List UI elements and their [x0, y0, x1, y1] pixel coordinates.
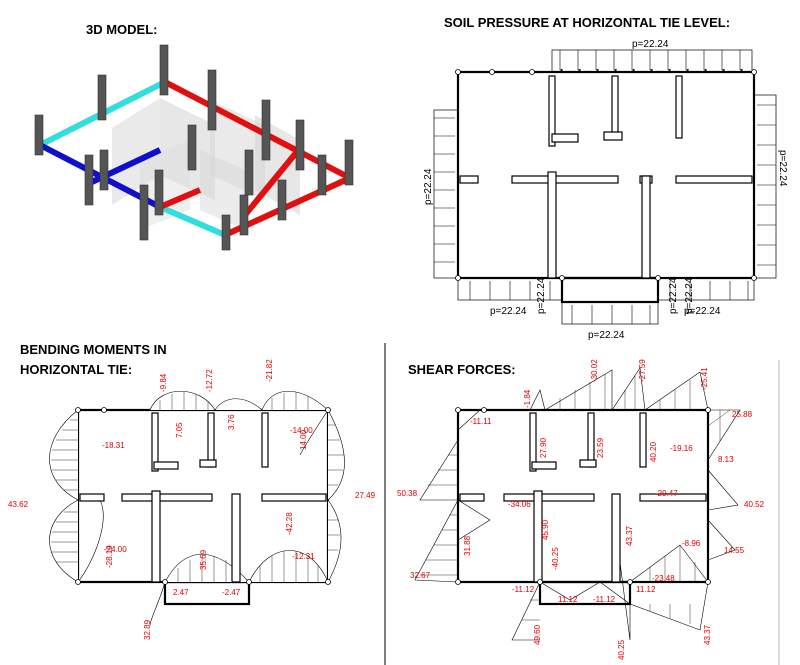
arrows-bottom	[469, 281, 749, 324]
wall-panel	[140, 140, 190, 230]
shear-label: -40.25	[551, 547, 560, 570]
moment-diagrams	[49, 390, 345, 626]
moment-label: -14.00	[290, 426, 313, 435]
shear-label: 43.37	[703, 624, 712, 645]
moment-label: -28.19	[105, 545, 114, 568]
moment-label: 2.47	[173, 588, 189, 597]
pressure-label-left: p=22.24	[423, 168, 434, 205]
shear-label: -1.84	[523, 389, 532, 408]
internal-walls	[459, 75, 753, 279]
shear-hatch	[420, 374, 731, 624]
moment-label: 43.62	[8, 500, 29, 509]
shear-label: -19.16	[670, 444, 693, 453]
panel-3d-model: 3D MODEL:	[34, 22, 354, 251]
shear-label: -29.47	[655, 489, 678, 498]
shear-nodes	[455, 407, 711, 585]
moment-hatch	[51, 392, 344, 582]
pressure-label-bottom-right: p=22.24	[684, 306, 721, 317]
shear-label: 40.25	[617, 639, 626, 660]
panel-bending-moments: BENDING MOMENTS IN HORIZONTAL TIE:	[8, 342, 376, 640]
tie-frame	[456, 70, 756, 280]
shear-label: 43.37	[625, 525, 634, 546]
tie-cyan	[158, 204, 227, 238]
shear-label: 11.12	[558, 595, 578, 604]
arrows-left	[434, 117, 455, 263]
shear-label: 8.13	[718, 455, 734, 464]
moment-labels: -9.84 -12.72 -21.82 7.05 3.76 -14.00 14.…	[8, 359, 376, 640]
shear-label: 40.20	[649, 441, 658, 462]
shear-labels: -1.84 -30.02 -27.59 -25.41 -11.11 27.90 …	[397, 359, 765, 660]
pressure-label-small-b: p=22.24	[668, 277, 679, 314]
moment-label: -12.31	[292, 552, 315, 561]
soil-title: SOIL PRESSURE AT HORIZONTAL TIE LEVEL:	[444, 15, 730, 30]
moment-nodes	[75, 407, 331, 585]
tie-red	[158, 187, 202, 210]
wall-panel	[112, 98, 160, 205]
panel-shear-forces: SHEAR FORCES:	[397, 359, 765, 660]
pressure-bottom-mid	[561, 301, 659, 325]
shear-label: 40.52	[744, 500, 765, 509]
columns	[34, 44, 354, 251]
shear-label: -23.48	[652, 574, 675, 583]
moment-internal-walls	[79, 412, 327, 583]
nodes	[455, 69, 757, 281]
shear-label: -11.11	[470, 417, 492, 426]
shear-label: 11.12	[636, 585, 656, 594]
shear-internal-walls	[459, 412, 707, 583]
moment-title-line2: HORIZONTAL TIE:	[20, 362, 132, 377]
shear-title: SHEAR FORCES:	[408, 362, 516, 377]
moment-label: 27.49	[355, 491, 376, 500]
shear-label: 23.59	[596, 437, 605, 458]
pressure-label-top: p=22.24	[632, 39, 669, 50]
shear-label: 27.90	[539, 437, 548, 458]
moment-label: 3.76	[227, 414, 236, 430]
moment-label: 7.05	[175, 422, 184, 438]
shear-diagrams	[414, 367, 741, 641]
tie-red	[242, 146, 303, 217]
shear-label: -30.02	[590, 359, 599, 382]
moment-label: -12.72	[205, 369, 214, 392]
moment-label: 14.00	[299, 429, 308, 450]
moment-label: -21.82	[265, 359, 274, 382]
pressure-label-right: p=22.24	[777, 150, 788, 187]
moment-label: -42.28	[285, 512, 294, 535]
shear-label: 14.55	[724, 546, 745, 555]
shear-label: 25.88	[732, 410, 753, 419]
shear-label: 32.67	[410, 571, 431, 580]
moment-label: -24.00	[104, 545, 127, 554]
pressure-right	[753, 94, 777, 279]
shear-label: 49.60	[533, 624, 542, 645]
pressure-label-small-c: p=22.24	[684, 277, 695, 314]
arrows-top	[559, 50, 743, 72]
shear-label: -11.12	[593, 595, 616, 604]
panel-soil-pressure: SOIL PRESSURE AT HORIZONTAL TIE LEVEL:	[423, 15, 788, 341]
tie-frame-bottom	[560, 276, 660, 304]
wall-panel	[200, 150, 245, 230]
pressure-top	[551, 49, 753, 73]
pressure-label-small-a: p=22.24	[536, 277, 547, 314]
arrows-right	[757, 104, 776, 266]
moment-label: -2.47	[222, 588, 241, 597]
pressure-label-bottom-mid: p=22.24	[588, 330, 625, 341]
shear-label: 45.90	[541, 519, 550, 540]
wall-panel	[160, 98, 215, 200]
pressure-left	[433, 109, 459, 279]
shear-label: 50.38	[397, 489, 418, 498]
shear-label: -27.59	[638, 359, 647, 382]
shear-label: -11.12	[512, 585, 535, 594]
shear-label: 31.88	[463, 535, 472, 556]
moment-label: -9.84	[159, 373, 168, 392]
shear-label: -34.06	[508, 500, 531, 509]
moment-label: -18.31	[102, 441, 125, 450]
pressure-label-bottom-left: p=22.24	[490, 306, 527, 317]
shear-label: -25.41	[700, 367, 709, 390]
pressure-bottom-right	[657, 277, 755, 301]
moment-title-line1: BENDING MOMENTS IN	[20, 342, 167, 357]
shear-frame-bottom	[538, 580, 632, 606]
moment-label: 32.89	[143, 619, 152, 640]
shear-label: -8.96	[682, 539, 701, 548]
model-title: 3D MODEL:	[86, 22, 158, 37]
moment-label: 35.69	[199, 549, 208, 570]
